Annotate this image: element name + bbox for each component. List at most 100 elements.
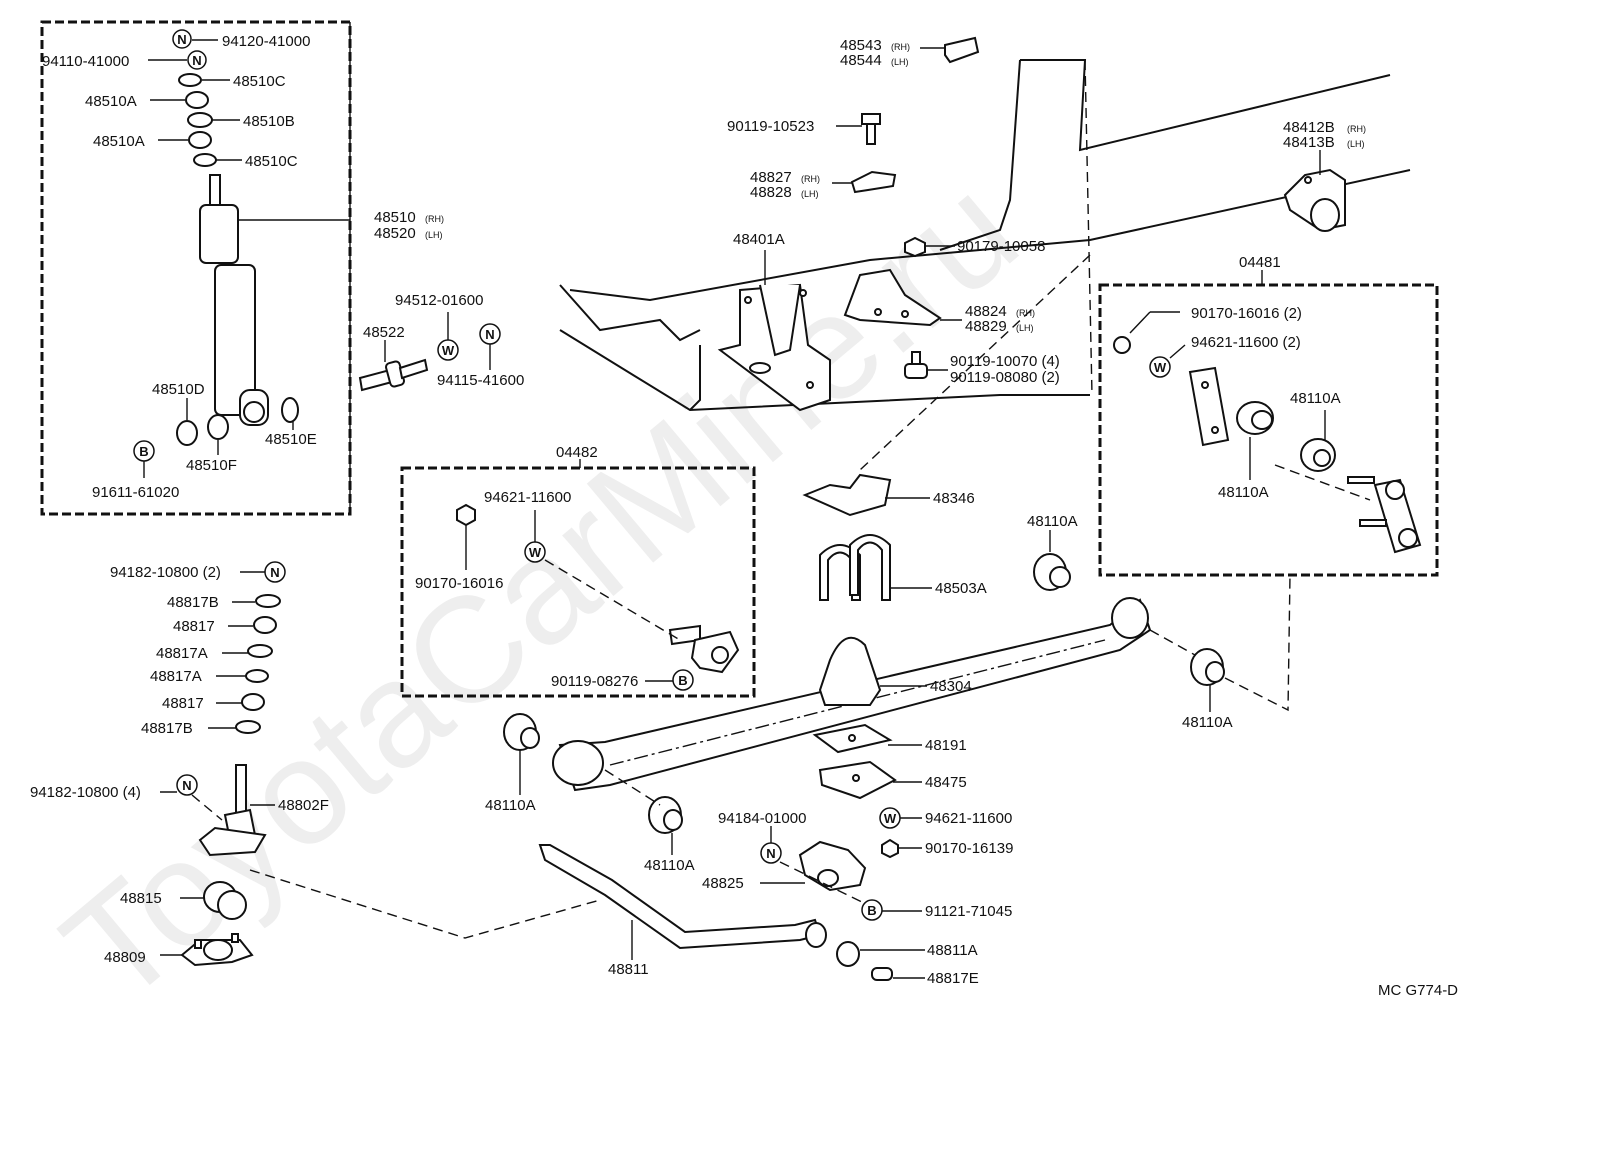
spring-seat-48191[interactable] [812, 723, 893, 754]
label-48510E: 48510E [265, 431, 317, 448]
shock-absorber-48510[interactable] [199, 174, 269, 426]
label-94621-11600-box: 94621-11600 [484, 489, 571, 506]
label-04482: 04482 [556, 444, 598, 461]
label-48503A: 48503A [935, 580, 987, 597]
chassis-frame [559, 59, 1411, 471]
svg-text:W: W [884, 811, 897, 826]
label-94115-41600: 94115-41600 [437, 372, 524, 389]
label-48817B-top: 48817B [167, 594, 219, 611]
label-48817E: 48817E [927, 970, 979, 987]
stabilizer-bracket-48825[interactable] [798, 840, 867, 892]
label-48510D: 48510D [152, 381, 205, 398]
label-48110A-l1: 48110A [485, 797, 536, 814]
bushing-48110A-right[interactable] [1190, 648, 1225, 686]
bracket-48809[interactable] [180, 933, 254, 967]
svg-text:W: W [442, 343, 455, 358]
bushing-48817E[interactable] [871, 967, 893, 981]
label-48827: 48827 [750, 169, 792, 186]
svg-text:B: B [139, 444, 148, 459]
spring-bumper-48304[interactable] [818, 636, 882, 706]
lh-tag-5: (LH) [1347, 139, 1365, 149]
label-48520: 48520 [374, 225, 416, 242]
label-48510F: 48510F [186, 457, 237, 474]
label-48510C-top: 48510C [233, 73, 286, 90]
svg-text:B: B [867, 903, 876, 918]
shackle-kit-parts[interactable]: W [1113, 336, 1422, 554]
label-94184-01000: 94184-01000 [718, 810, 806, 827]
stud-48522[interactable] [358, 358, 429, 392]
bolt-90119-10070[interactable] [904, 351, 928, 379]
spring-hanger-48401A[interactable] [717, 283, 831, 412]
bushing-48815[interactable] [203, 881, 247, 920]
bracket-48827[interactable] [850, 170, 897, 194]
stabilizer-bar-48811[interactable] [538, 844, 827, 950]
bushing-48110A-left1[interactable] [503, 713, 540, 751]
label-94120-41000: 94120-41000 [222, 33, 310, 50]
bracket-48543[interactable] [944, 36, 980, 64]
label-94512-01600: 94512-01600 [395, 292, 483, 309]
label-48544: 48544 [840, 52, 882, 69]
svg-text:N: N [177, 32, 186, 47]
bracket-48824[interactable] [843, 268, 942, 327]
bushing-48110A-left2[interactable] [648, 796, 683, 834]
label-91121-71045: 91121-71045 [925, 903, 1012, 920]
label-48110A-r3: 48110A [1027, 513, 1078, 530]
spring-hanger-48412B[interactable] [1283, 168, 1346, 232]
label-48110A-r1: 48110A [1290, 390, 1341, 407]
label-48510A-top: 48510A [85, 93, 137, 110]
label-48413B: 48413B [1283, 134, 1335, 151]
label-48828: 48828 [750, 184, 792, 201]
label-48811A: 48811A [927, 942, 978, 959]
label-48809: 48809 [104, 949, 146, 966]
label-94621-11600-2: 94621-11600 (2) [1191, 334, 1301, 351]
front-shackle-kit-parts[interactable]: W B [456, 503, 740, 691]
bushing-48811A[interactable] [836, 941, 860, 967]
label-90119-10523: 90119-10523 [727, 118, 814, 135]
label-90119-10070: 90119-10070 (4) [950, 353, 1060, 370]
lh-tag-2: (LH) [891, 57, 909, 67]
label-48817A-top: 48817A [156, 645, 208, 662]
label-04481: 04481 [1239, 254, 1281, 271]
label-48510: 48510 [374, 209, 416, 226]
svg-text:W: W [1154, 360, 1167, 375]
label-48817-bot: 48817 [162, 695, 204, 712]
rh-tag-2: (RH) [891, 42, 910, 52]
label-48817B-bot: 48817B [141, 720, 193, 737]
bumper-48110A-center[interactable] [1033, 553, 1071, 591]
label-48110A-r4: 48110A [1182, 714, 1233, 731]
label-48817-top: 48817 [173, 618, 215, 635]
label-48811: 48811 [608, 961, 649, 978]
svg-text:N: N [766, 846, 775, 861]
stabilizer-link-48802F[interactable] [198, 764, 267, 857]
svg-text:B: B [678, 673, 687, 688]
bolt-90119-10523[interactable] [861, 113, 881, 145]
label-48802F: 48802F [278, 797, 329, 814]
u-bolt-48503A[interactable] [819, 534, 891, 601]
nut-90170-16139[interactable] [881, 838, 899, 859]
label-90119-08080: 90119-08080 (2) [950, 369, 1060, 386]
spring-pad-48475[interactable] [818, 760, 897, 800]
label-48475: 48475 [925, 774, 967, 791]
label-48346: 48346 [933, 490, 975, 507]
label-48510B: 48510B [243, 113, 295, 130]
label-48522: 48522 [363, 324, 405, 341]
link-bushing-stack[interactable] [235, 594, 281, 734]
label-48510C-mid: 48510C [245, 153, 298, 170]
nut-90179-10058[interactable] [904, 236, 926, 258]
label-48510A-mid: 48510A [93, 133, 145, 150]
bracket-48346[interactable] [802, 473, 892, 517]
label-90170-16016-box: 90170-16016 [415, 575, 503, 592]
shock-bushing-stack: N N B [133, 29, 299, 462]
svg-text:N: N [485, 327, 494, 342]
rh-tag-4: (RH) [1016, 308, 1035, 318]
label-90170-16139: 90170-16139 [925, 840, 1013, 857]
label-90179-10058: 90179-10058 [957, 238, 1045, 255]
label-48304: 48304 [930, 678, 972, 695]
label-48543: 48543 [840, 37, 882, 54]
label-48815: 48815 [120, 890, 162, 907]
label-48824: 48824 [965, 303, 1007, 320]
rh-tag-3: (RH) [801, 174, 820, 184]
svg-text:N: N [192, 53, 201, 68]
lh-tag: (LH) [425, 230, 443, 240]
